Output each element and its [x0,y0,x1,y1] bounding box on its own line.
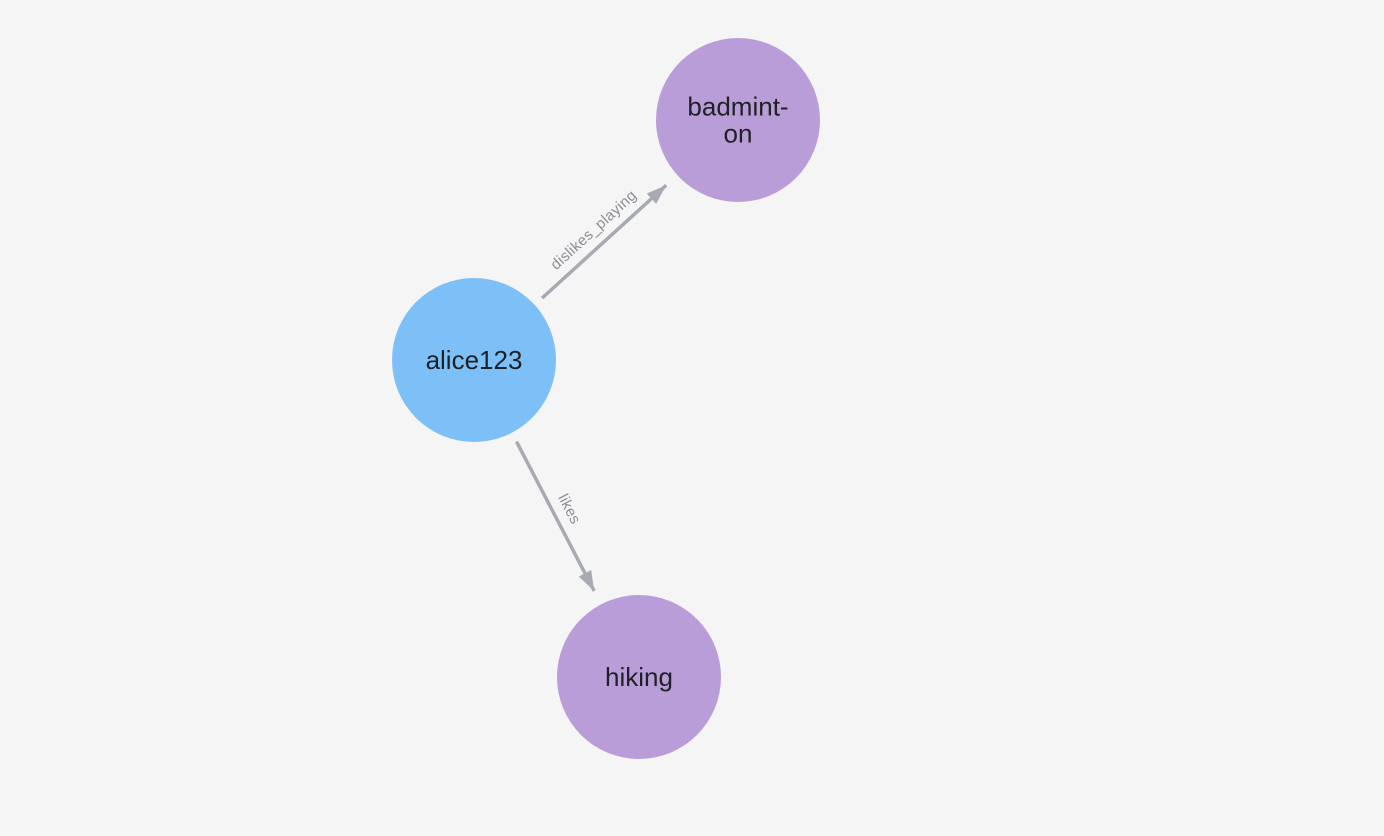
edge-line-dislikes_playing[interactable] [540,183,668,300]
node-circle-badminton[interactable] [656,38,820,202]
graph-node-hiking[interactable]: hiking [557,595,721,759]
edge-label-dislikes_playing: dislikes_playing [547,187,640,273]
node-circle-alice123[interactable] [392,278,556,442]
node-circle-hiking[interactable] [557,595,721,759]
graph-node-badminton[interactable]: badmint-on [656,38,820,202]
edge-line-likes[interactable] [514,440,596,592]
graph-edge-dislikes_playing[interactable]: dislikes_playing [540,183,668,300]
graph-edge-likes[interactable]: likes [514,440,596,592]
graph-node-alice123[interactable]: alice123 [392,278,556,442]
